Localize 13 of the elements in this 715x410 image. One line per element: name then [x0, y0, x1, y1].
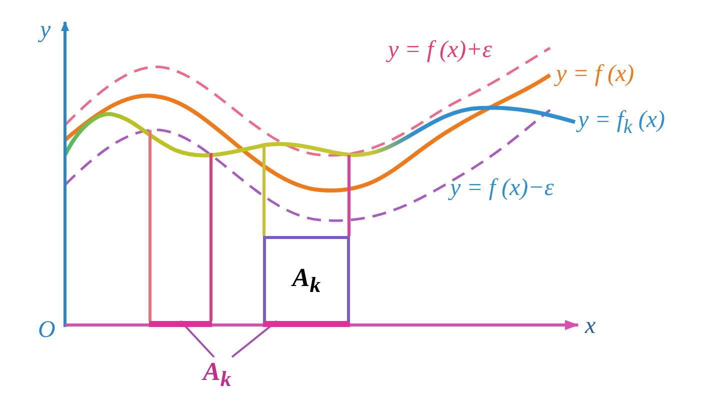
origin-label: O: [38, 318, 56, 342]
axis-label: x: [585, 314, 596, 338]
curve-label: y = f (x)−ε: [450, 176, 554, 200]
leader-line: [180, 320, 215, 358]
leader-line: [231, 320, 278, 358]
curve-label: y = f$_{k}$ (x): [578, 108, 666, 137]
set-label: A$_{k}$: [203, 357, 243, 389]
curve-label: y = f (x)+ε: [388, 38, 492, 62]
interval-bar: [263, 321, 350, 327]
axis-label: y: [40, 18, 51, 42]
set-label: A$_{k}$: [292, 262, 321, 298]
curve-label: y = f (x): [556, 62, 634, 86]
interval-bar: [149, 321, 212, 327]
